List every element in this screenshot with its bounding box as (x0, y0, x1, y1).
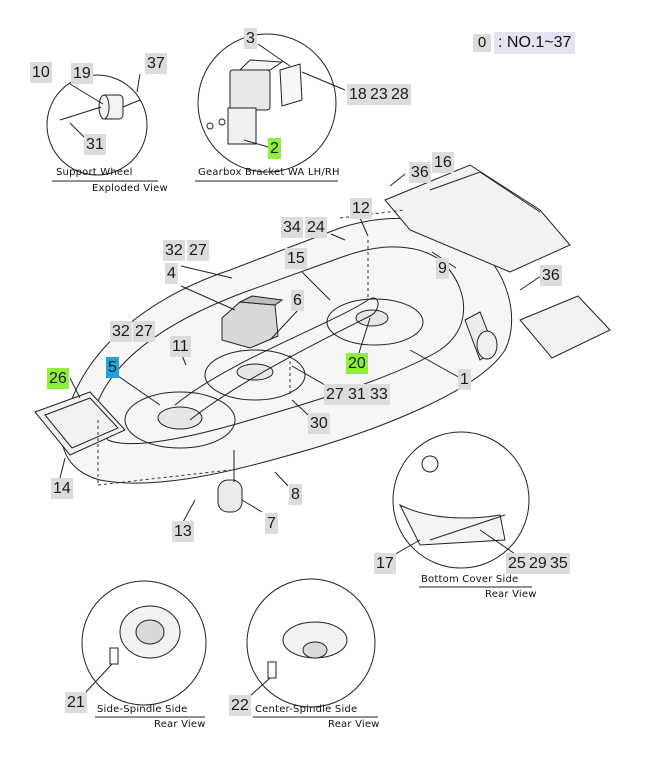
callout-12: 12 (350, 198, 372, 219)
callout-36-right: 36 (540, 265, 562, 286)
callout-9: 9 (436, 258, 449, 279)
callout-25: 25 (506, 553, 528, 574)
callout-1: 1 (458, 369, 471, 390)
callout-3: 3 (244, 28, 257, 49)
callout-22: 22 (229, 695, 251, 716)
callout-21: 21 (65, 692, 87, 713)
bottom-cover-detail-circle (392, 431, 530, 569)
callout-35: 35 (548, 553, 570, 574)
callout-13: 13 (172, 521, 194, 542)
bottom-cover-caption: Bottom Cover Side (421, 574, 519, 585)
callout-17: 17 (374, 553, 396, 574)
callout-27-lower: 27 (324, 384, 346, 405)
callout-26: 26 (47, 368, 69, 389)
callout-32-top: 32 (163, 240, 185, 261)
callout-11: 11 (170, 336, 191, 357)
callout-31-support: 31 (84, 134, 106, 155)
bottom-cover-subcaption: Rear View (485, 589, 537, 600)
callout-32-mid: 32 (110, 321, 132, 342)
callout-5: 5 (106, 357, 119, 378)
callout-36-top: 36 (409, 162, 431, 183)
callout-8: 8 (289, 484, 302, 505)
side-spindle-caption: Side-Spindle Side (97, 704, 188, 715)
callout-27-mid: 27 (133, 321, 155, 342)
callout-7: 7 (265, 513, 278, 534)
callout-18: 18 (347, 84, 369, 105)
side-spindle-detail-circle (81, 580, 207, 706)
callout-20: 20 (346, 353, 368, 374)
center-spindle-subcaption: Rear View (328, 719, 380, 730)
callout-29: 29 (527, 553, 549, 574)
legend-key: 0 (473, 34, 491, 52)
callout-37: 37 (145, 53, 167, 74)
callout-24: 24 (305, 217, 327, 238)
gearbox-detail-circle (197, 33, 337, 173)
gearbox-body (229, 69, 271, 111)
callout-33: 33 (368, 384, 390, 405)
side-spindle-subcaption: Rear View (154, 719, 206, 730)
gearbox-caption: Gearbox Bracket WA LH/RH (198, 167, 340, 178)
callout-28: 28 (389, 84, 411, 105)
callout-23: 23 (368, 84, 390, 105)
callout-31-lower: 31 (346, 384, 368, 405)
callout-16: 16 (432, 152, 454, 173)
side-cover-left (34, 391, 126, 456)
support-wheel-caption: Support Wheel (56, 167, 133, 178)
center-spindle-detail-circle (246, 578, 376, 708)
callout-6: 6 (291, 290, 304, 311)
support-wheel-detail-circle (46, 74, 148, 176)
legend-text: : NO.1~37 (494, 32, 576, 54)
callout-19: 19 (71, 63, 93, 84)
callout-27-top: 27 (187, 240, 209, 261)
gauge-wheel (217, 479, 243, 513)
center-spindle-caption: Center-Spindle Side (255, 704, 358, 715)
callout-14: 14 (51, 478, 73, 499)
bracket-plate (227, 107, 257, 145)
discharge-chute (384, 164, 571, 273)
support-wheel-subcaption: Exploded View (92, 183, 168, 194)
callout-10: 10 (30, 62, 52, 83)
callout-2: 2 (268, 138, 281, 159)
callout-30: 30 (308, 413, 330, 434)
callout-4: 4 (165, 263, 178, 284)
callout-15: 15 (285, 248, 307, 269)
callout-34: 34 (281, 217, 303, 238)
side-cover-right (519, 295, 611, 359)
